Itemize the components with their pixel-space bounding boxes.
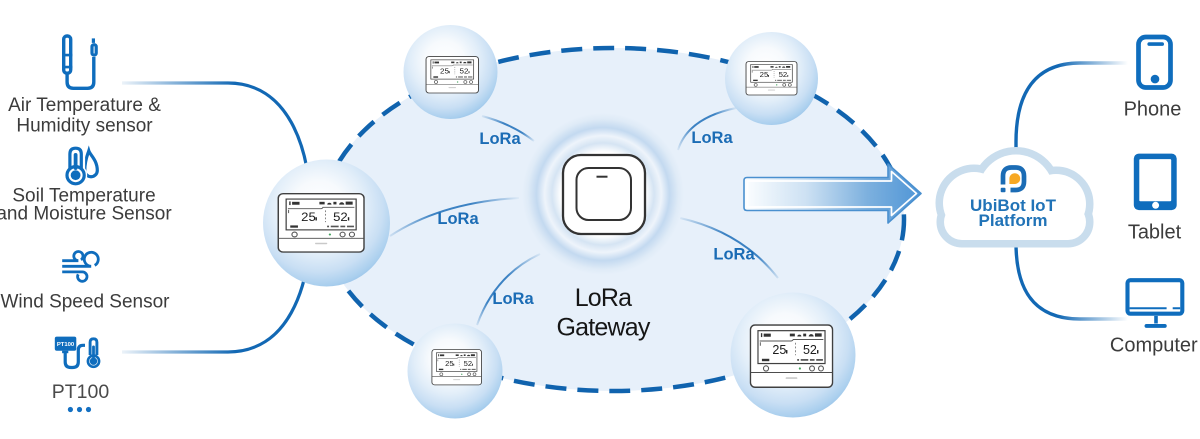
svg-text:LoRa: LoRa (437, 210, 479, 228)
svg-text:PT100: PT100 (57, 342, 75, 348)
svg-text:LoRa: LoRa (479, 130, 521, 148)
svg-text:Humidity sensor: Humidity sensor (16, 116, 153, 137)
svg-text:Air Temperature &: Air Temperature & (8, 95, 161, 116)
svg-text:PT100: PT100 (52, 381, 110, 403)
svg-text:Soil Temperature: Soil Temperature (12, 185, 155, 206)
svg-text:LoRa: LoRa (713, 246, 755, 264)
svg-text:LoRa: LoRa (691, 129, 733, 147)
svg-text:Wind Speed Sensor: Wind Speed Sensor (1, 291, 171, 312)
svg-text:Gateway: Gateway (556, 314, 650, 342)
svg-text:Phone: Phone (1124, 99, 1182, 121)
svg-text:Computer: Computer (1110, 335, 1198, 357)
svg-text:LoRa: LoRa (575, 284, 632, 312)
svg-text:and Moisture Sensor: and Moisture Sensor (0, 204, 172, 225)
svg-text:Platform: Platform (979, 211, 1048, 230)
svg-text:UbiBot IoT: UbiBot IoT (970, 196, 1057, 215)
svg-text:Tablet: Tablet (1128, 222, 1182, 244)
svg-text:LoRa: LoRa (492, 290, 534, 308)
